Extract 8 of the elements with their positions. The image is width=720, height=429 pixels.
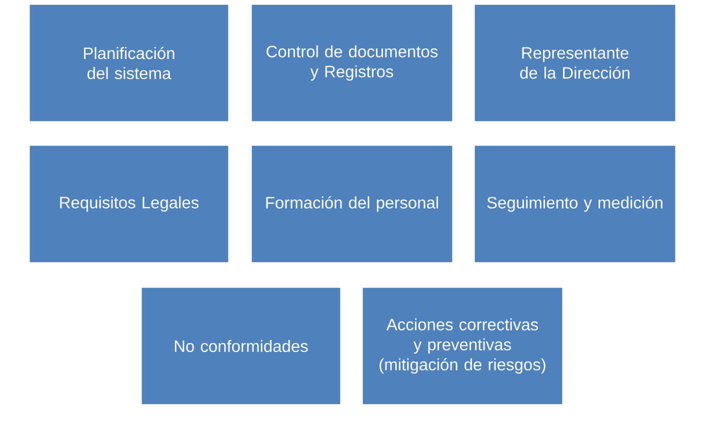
process-box: No conformidades: [142, 288, 340, 404]
process-box: Requisitos Legales: [30, 146, 228, 262]
process-box: Formación del personal: [252, 146, 452, 262]
process-box: Seguimiento y medición: [474, 146, 676, 262]
process-box: Representante de la Dirección: [474, 4, 676, 122]
process-box: Acciones correctivas y preventivas (mitigación de riesgos): [362, 288, 562, 404]
process-box: Control de documentos y Registros: [252, 4, 452, 122]
process-box: Planificación del sistema: [30, 4, 228, 122]
